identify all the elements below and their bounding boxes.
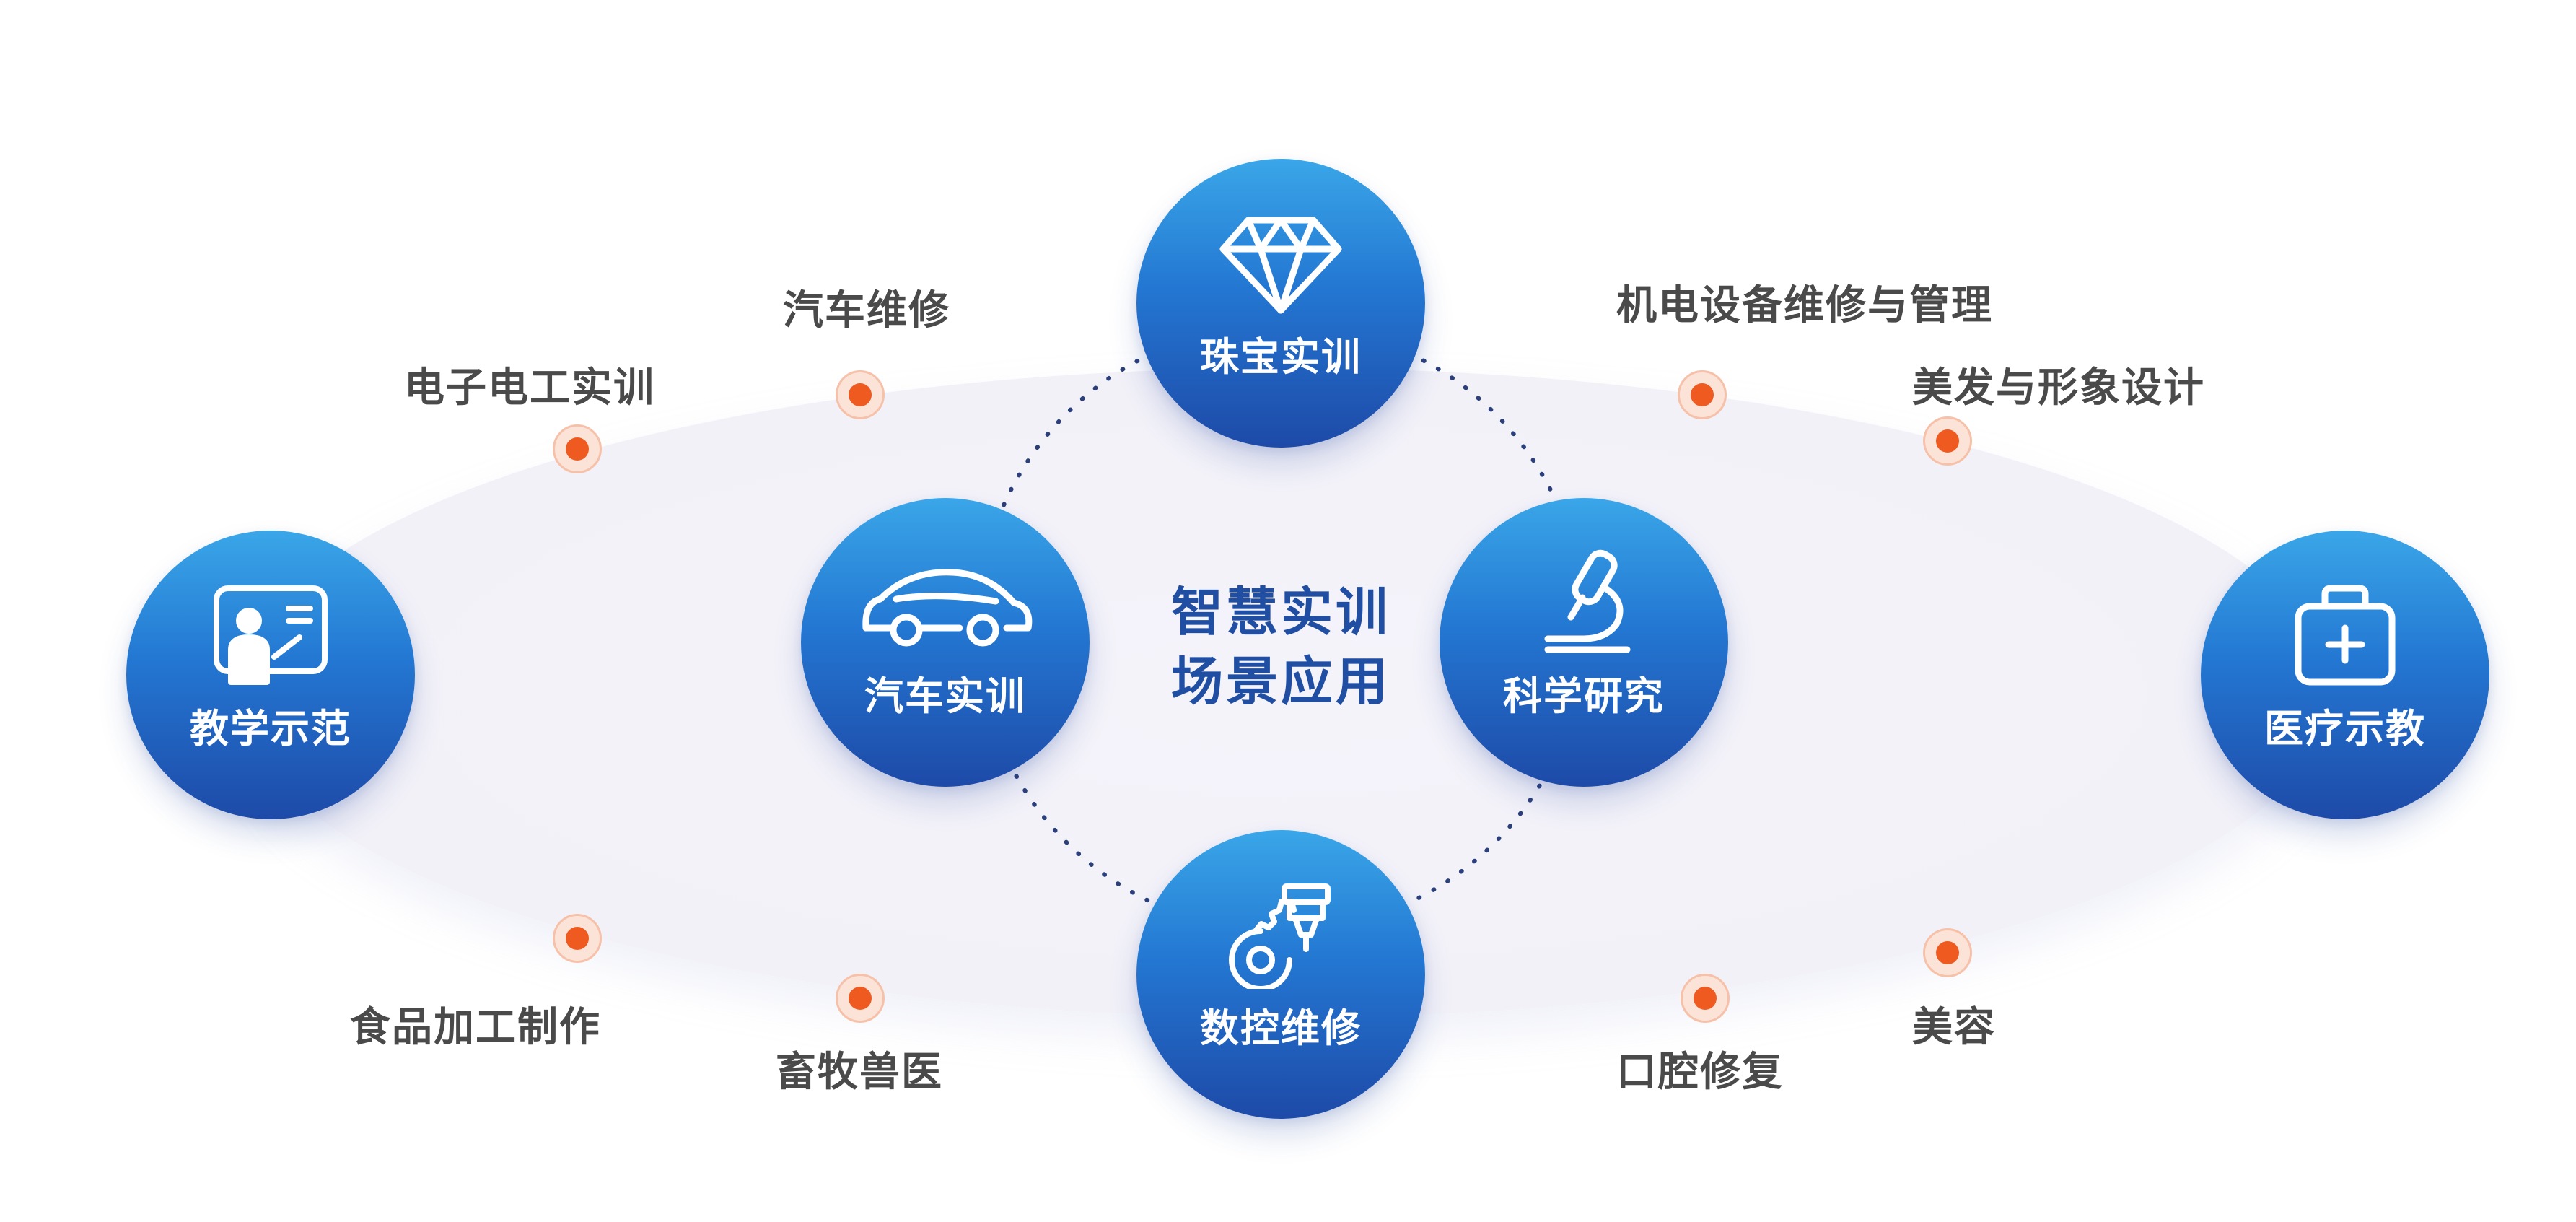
diamond-icon [1219, 217, 1342, 314]
node-label: 医疗示教 [2264, 706, 2426, 751]
marker-dot-electromech [1678, 370, 1727, 419]
node-label: 汽车实训 [864, 673, 1026, 719]
node-label: 教学示范 [190, 706, 351, 751]
gear-drill-icon [1229, 883, 1331, 989]
node-auto-training[interactable]: 汽车实训 [801, 498, 1090, 787]
node-label: 珠宝实训 [1200, 334, 1362, 380]
node-label: 科学研究 [1503, 673, 1665, 719]
app-label-dental: 口腔修复 [1616, 1049, 1784, 1096]
marker-dot-electronics [553, 424, 602, 473]
center-title: 智慧实训 场景应用 [1136, 577, 1425, 716]
node-label: 数控维修 [1200, 1005, 1362, 1051]
marker-dot-veterinary [836, 974, 885, 1023]
app-label-food: 食品加工制作 [350, 1004, 601, 1051]
node-teaching-demo[interactable]: 教学示范 [126, 531, 415, 819]
center-title-line1: 智慧实训 [1170, 582, 1390, 642]
marker-dot-hairdressing [1923, 416, 1972, 466]
node-science-research[interactable]: 科学研究 [1440, 498, 1728, 787]
medical-kit-icon [2295, 585, 2396, 686]
node-jewelry-training[interactable]: 珠宝实训 [1136, 159, 1425, 448]
node-cnc-repair[interactable]: 数控维修 [1136, 830, 1425, 1119]
marker-dot-dental [1681, 974, 1730, 1023]
app-label-electronics: 电子电工实训 [404, 365, 655, 411]
marker-dot-auto-repair [836, 370, 885, 419]
app-label-hairdressing: 美发与形象设计 [1912, 365, 2205, 411]
presentation-icon [214, 585, 328, 685]
app-label-electromech: 机电设备维修与管理 [1616, 282, 1993, 329]
app-label-beauty: 美容 [1912, 1004, 1996, 1051]
marker-dot-food [553, 914, 602, 963]
center-title-line2: 场景应用 [1170, 651, 1390, 712]
app-label-veterinary: 畜牧兽医 [776, 1049, 943, 1096]
car-icon [862, 569, 1033, 647]
marker-dot-beauty [1923, 928, 1972, 977]
node-medical-demo[interactable]: 医疗示教 [2201, 531, 2489, 819]
microscope-icon [1544, 549, 1631, 653]
app-label-auto-repair: 汽车维修 [783, 287, 950, 334]
